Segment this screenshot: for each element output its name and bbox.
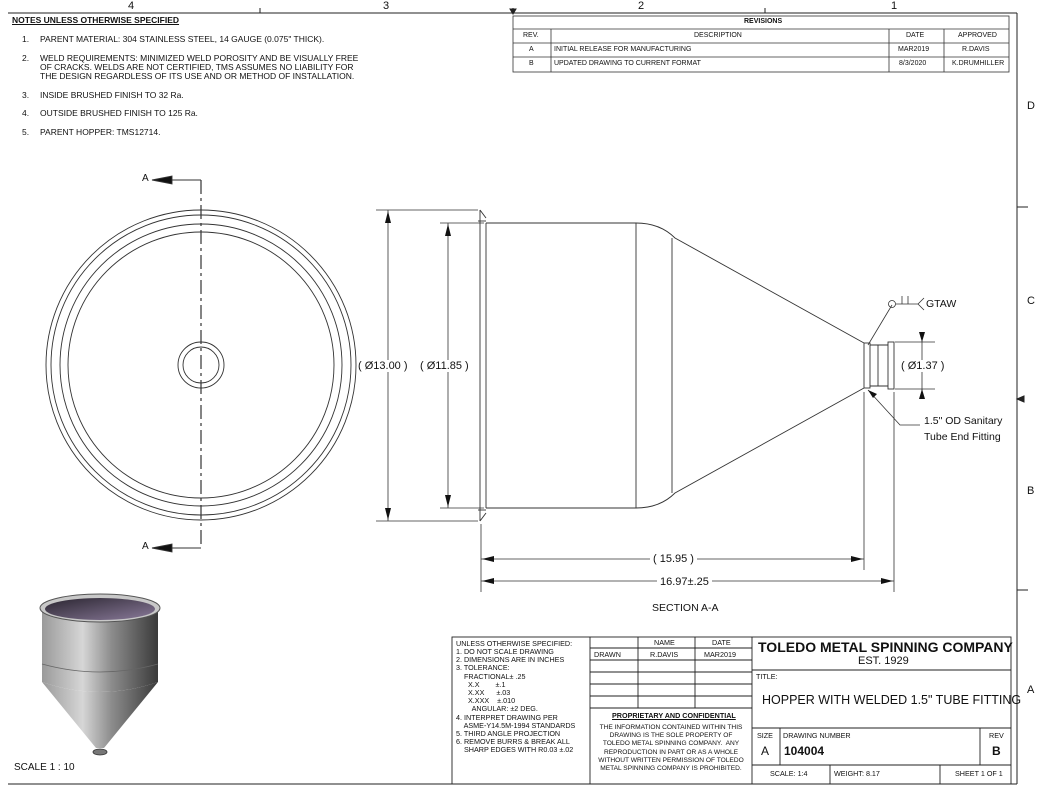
iso-scale-label: SCALE 1 : 10 <box>14 762 75 773</box>
note-num: 5. <box>22 127 30 137</box>
weld-callout: GTAW <box>926 298 957 310</box>
dimension-arrows <box>385 211 925 584</box>
rev-header-approved: APPROVED <box>958 32 997 39</box>
note-num: 4. <box>22 108 30 118</box>
tb-spec-title: UNLESS OTHERWISE SPECIFIED: <box>456 639 573 648</box>
note-text: WELD REQUIREMENTS: MINIMIZED WELD POROSI… <box>40 53 359 81</box>
tb-company: TOLEDO METAL SPINNING COMPANY <box>758 639 1013 655</box>
tb-size: A <box>761 744 770 758</box>
note-text: OUTSIDE BRUSHED FINISH TO 125 Ra. <box>40 108 198 118</box>
rev-row-a-desc: INITIAL RELEASE FOR MANUFACTURING <box>554 46 692 53</box>
tb-rev: B <box>992 744 1001 758</box>
zone-right-a: A <box>1027 684 1035 696</box>
tb-spec-line: SHARP EDGES WITH R0.03 ±.02 <box>456 745 574 755</box>
dim-inner-diameter: ( Ø11.85 ) <box>420 360 469 372</box>
tb-spec-line: X.XXX ±.010 <box>456 696 516 706</box>
section-label: SECTION A-A <box>652 602 719 614</box>
note-text: PARENT MATERIAL: 304 STAINLESS STEEL, 14… <box>40 34 325 44</box>
zone-right-c: C <box>1027 295 1035 307</box>
section-mark-bottom: A <box>142 541 149 552</box>
dim-outlet-diameter: ( Ø1.37 ) <box>899 360 947 372</box>
tb-drawn-name: R.DAVIS <box>650 650 679 659</box>
tb-spec-line: FRACTIONAL± .25 <box>456 671 526 681</box>
revisions-table-lines <box>512 15 1010 73</box>
zone-right-d: D <box>1027 100 1035 112</box>
tb-drawn-label: DRAWN <box>594 650 621 659</box>
notes-title: NOTES UNLESS OTHERWISE SPECIFIED <box>12 15 180 25</box>
tb-rev-label: REV <box>989 731 1004 740</box>
tb-prop-title: PROPRIETARY AND CONFIDENTIAL <box>612 711 736 720</box>
section-mark-top: A <box>142 173 149 184</box>
tb-scale: SCALE: 1:4 <box>770 769 808 778</box>
rev-header-rev: REV. <box>523 32 539 39</box>
tb-spec-line: 4. INTERPRET DRAWING PER <box>456 712 558 722</box>
tb-sheet: SHEET 1 OF 1 <box>955 769 1003 778</box>
zone-top-4: 4 <box>128 0 135 12</box>
front-view <box>45 175 357 553</box>
tb-title: HOPPER WITH WELDED 1.5" TUBE FITTING <box>762 693 1022 707</box>
tb-size-label: SIZE <box>757 731 773 740</box>
tb-date-header: DATE <box>712 638 731 647</box>
tb-name-header: NAME <box>654 638 675 647</box>
dim-cone-length: ( 15.95 ) <box>650 553 697 565</box>
note-num: 1. <box>22 34 30 44</box>
tb-title-label: TITLE: <box>756 672 778 681</box>
note-text: INSIDE BRUSHED FINISH TO 32 Ra. <box>40 90 184 100</box>
zone-top-3: 3 <box>383 0 390 12</box>
dim-outer-diameter: ( Ø13.00 ) <box>358 360 408 372</box>
tb-weight: WEIGHT: 8.17 <box>834 769 880 778</box>
zone-top-2: 2 <box>638 0 645 12</box>
zone-top-1: 1 <box>891 0 898 12</box>
tb-prop-text: THE INFORMATION CONTAINED WITHIN THIS DR… <box>598 724 744 773</box>
note-text: PARENT HOPPER: TMS12714. <box>40 127 161 137</box>
title-block-lines <box>451 636 1012 785</box>
dimension-lines <box>376 209 935 592</box>
rev-row-a-rev: A <box>529 46 534 53</box>
rev-row-b-rev: B <box>529 60 534 67</box>
rev-row-a-approved: R.DAVIS <box>962 46 990 53</box>
tb-spec-line: X.X ±.1 <box>456 679 506 689</box>
section-view <box>478 209 895 522</box>
revisions-title: REVISIONS <box>744 18 783 25</box>
note-num: 2. <box>22 53 30 63</box>
fitting-callout-line2: Tube End Fitting <box>924 431 1001 443</box>
tb-spec-line: ASME-Y14.5M-1994 STANDARDS <box>456 720 576 730</box>
note-num: 3. <box>22 90 30 100</box>
rev-row-a-date: MAR2019 <box>898 46 930 53</box>
rev-header-desc: DESCRIPTION <box>694 32 742 39</box>
tb-spec-line: 2. DIMENSIONS ARE IN INCHES <box>456 655 565 665</box>
tb-spec-line: ANGULAR: ±2 DEG. <box>456 704 538 714</box>
tb-spec-line: 3. TOLERANCE: <box>456 663 510 673</box>
dim-overall-length: 16.97±.25 <box>657 576 712 588</box>
hopper-isometric-image <box>39 593 161 756</box>
tb-est: EST. 1929 <box>858 655 909 667</box>
rev-row-b-desc: UPDATED DRAWING TO CURRENT FORMAT <box>554 60 701 67</box>
tb-dwg-no: 104004 <box>784 744 825 758</box>
rev-row-b-approved: K.DRUMHILLER <box>952 60 1005 67</box>
tb-spec-line: X.XX ±.03 <box>456 688 511 698</box>
tb-dwg-label: DRAWING NUMBER <box>783 731 851 740</box>
tb-spec-line: 1. DO NOT SCALE DRAWING <box>456 647 554 656</box>
tb-drawn-date: MAR2019 <box>704 650 736 659</box>
tb-spec-line: 6. REMOVE BURRS & BREAK ALL <box>456 737 570 747</box>
zone-right-b: B <box>1027 485 1035 497</box>
fitting-callout-line1: 1.5" OD Sanitary <box>924 415 1003 427</box>
rev-header-date: DATE <box>906 32 925 39</box>
tb-spec-line: 5. THIRD ANGLE PROJECTION <box>456 729 561 739</box>
rev-row-b-date: 8/3/2020 <box>899 60 927 67</box>
